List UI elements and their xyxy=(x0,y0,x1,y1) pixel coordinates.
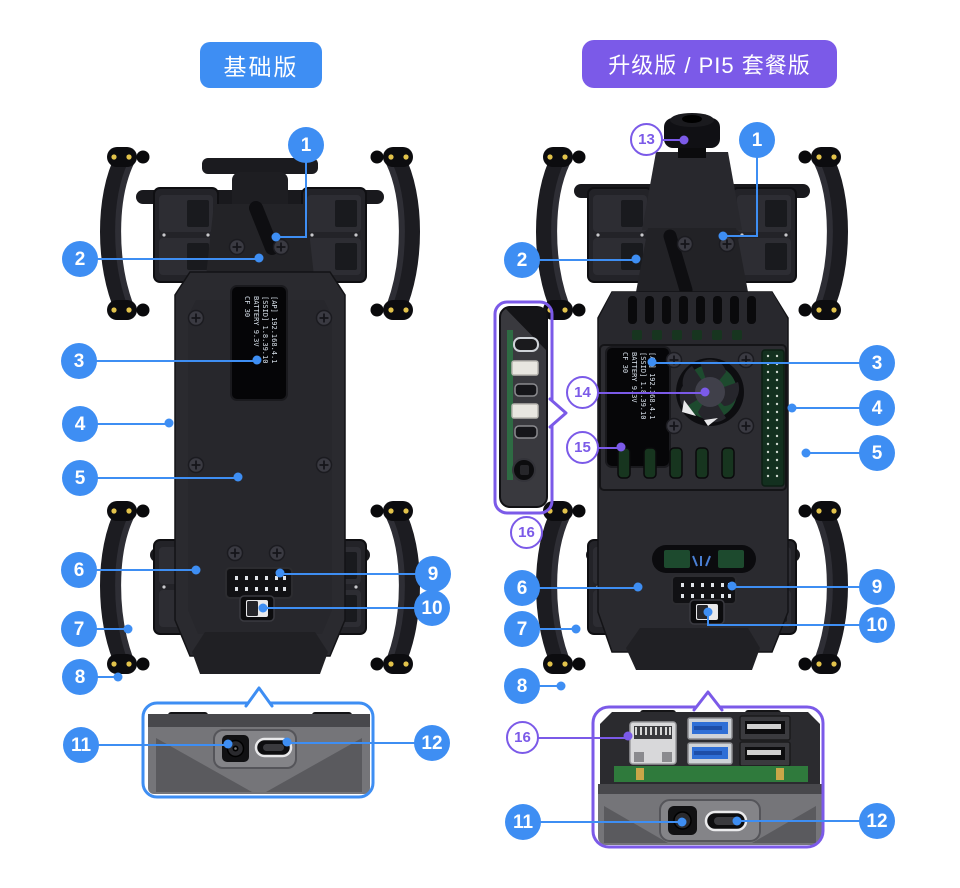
antenna-tail xyxy=(249,201,279,255)
inset-rear-upgraded xyxy=(591,690,825,849)
robot-upgraded-top-view: [AP] 192.168.4.1 [SSID] 1.8.39.10 BATTER… xyxy=(543,113,841,674)
oled-text: [AP] 192.168.4.1 [SSID] 1.8.39.10 BATTER… xyxy=(243,296,278,368)
vent-slots xyxy=(628,296,756,340)
callout-upgraded-7: 7 xyxy=(504,611,540,647)
callout-basic-1: 1 xyxy=(288,127,324,163)
cooling-fan xyxy=(665,351,755,435)
callout-basic-10: 10 xyxy=(414,590,450,626)
callout-upgraded-5: 5 xyxy=(859,435,895,471)
leg xyxy=(371,501,414,674)
inset-rear-basic xyxy=(141,686,375,799)
callout-upgraded-12: 12 xyxy=(859,803,895,839)
basic-version-badge: 基础版 xyxy=(200,42,322,88)
callout-upgraded-9: 9 xyxy=(859,569,895,605)
inset-arrow xyxy=(548,397,568,429)
callout-upgraded-16-side: 16 xyxy=(510,516,543,549)
leg xyxy=(107,147,150,320)
callout-basic-12: 12 xyxy=(414,725,450,761)
callout-upgraded-10: 10 xyxy=(859,607,895,643)
usb3-ports xyxy=(687,717,733,765)
callout-upgraded-16-ethernet: 16 xyxy=(506,721,539,754)
callout-basic-3: 3 xyxy=(61,343,97,379)
raspberry-pi-board xyxy=(614,766,808,782)
callout-upgraded-11: 11 xyxy=(505,804,541,840)
pin-connector xyxy=(511,360,539,376)
callout-basic-6: 6 xyxy=(61,552,97,588)
callout-upgraded-6: 6 xyxy=(504,570,540,606)
leader-dots-upgraded-purple xyxy=(616,135,710,741)
leg xyxy=(799,147,842,320)
leader-dots-basic xyxy=(113,232,292,749)
pin-connector xyxy=(511,403,539,419)
usb-type-c-port xyxy=(513,337,539,352)
io-connector xyxy=(225,567,293,599)
inset-arrow xyxy=(244,686,274,708)
inset-side-upgraded xyxy=(493,300,568,515)
callout-upgraded-8: 8 xyxy=(504,668,540,704)
gpio-header xyxy=(761,349,785,487)
oled-display: [AP] 192.168.4.1 [SSID] 1.8.39.10 BATTER… xyxy=(230,285,288,401)
dc-power-jack xyxy=(222,735,249,762)
ethernet-port xyxy=(629,721,677,765)
usb2-ports xyxy=(739,715,791,767)
callout-upgraded-1: 1 xyxy=(739,122,775,158)
micro-usb-port xyxy=(514,383,538,397)
lower-vents xyxy=(617,447,735,479)
callout-upgraded-4: 4 xyxy=(859,390,895,426)
upgraded-version-badge: 升级版 / PI5 套餐版 xyxy=(582,40,837,88)
power-switch xyxy=(239,595,275,622)
oled-text: [AP] 192.168.4.1 [SSID] 1.8.39.10 BATTER… xyxy=(621,352,656,424)
callout-basic-8: 8 xyxy=(62,659,98,695)
camera-module xyxy=(642,113,742,230)
rear-plate xyxy=(192,632,328,674)
callout-upgraded-15: 15 xyxy=(566,431,599,464)
oled-display: [AP] 192.168.4.1 [SSID] 1.8.39.10 BATTER… xyxy=(605,346,671,468)
usb-type-c-port xyxy=(254,737,293,758)
callout-upgraded-13: 13 xyxy=(630,123,663,156)
micro-usb-port xyxy=(514,425,538,439)
callout-upgraded-14: 14 xyxy=(566,376,599,409)
robot-basic-top-view: [AP] 192.168.4.1 [SSID] 1.8.39.10 BATTER… xyxy=(107,147,413,674)
callout-upgraded-3: 3 xyxy=(859,345,895,381)
leg xyxy=(543,147,586,320)
callout-basic-11: 11 xyxy=(63,727,99,763)
callout-upgraded-2: 2 xyxy=(504,242,540,278)
leader-dots-upgraded-blue xyxy=(556,231,811,827)
tail-mount xyxy=(232,172,288,212)
callout-basic-9: 9 xyxy=(415,556,451,592)
front-bumper xyxy=(202,158,318,174)
rear-plate xyxy=(626,628,760,670)
callout-basic-5: 5 xyxy=(62,460,98,496)
callout-basic-7: 7 xyxy=(61,611,97,647)
leg xyxy=(371,147,414,320)
inset-arrow xyxy=(692,690,724,712)
callout-basic-2: 2 xyxy=(62,241,98,277)
leg xyxy=(107,501,150,674)
callout-basic-4: 4 xyxy=(62,406,98,442)
pcb-cutout xyxy=(652,545,756,573)
antenna-tail xyxy=(663,229,693,297)
